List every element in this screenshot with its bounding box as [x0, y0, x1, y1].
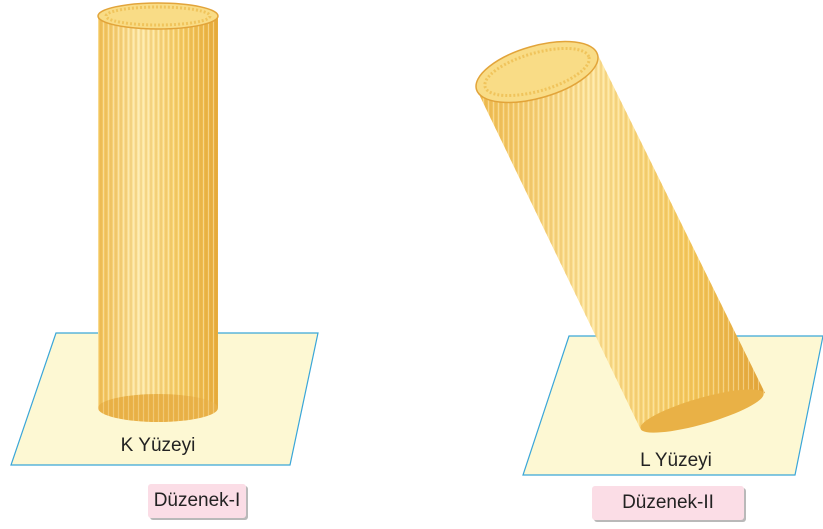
setup-1: K Yüzeyi [10, 2, 319, 466]
setup-2: L Yüzeyi [475, 40, 823, 476]
surface-label-k: K Yüzeyi [121, 435, 196, 456]
straw-bundle-2 [475, 40, 765, 433]
surface-label-l: L Yüzeyi [640, 450, 712, 471]
straw-bundle-1 [97, 2, 219, 422]
caption-setup-1: Düzenek-I [148, 484, 246, 518]
caption-setup-2: Düzenek-II [592, 486, 744, 520]
